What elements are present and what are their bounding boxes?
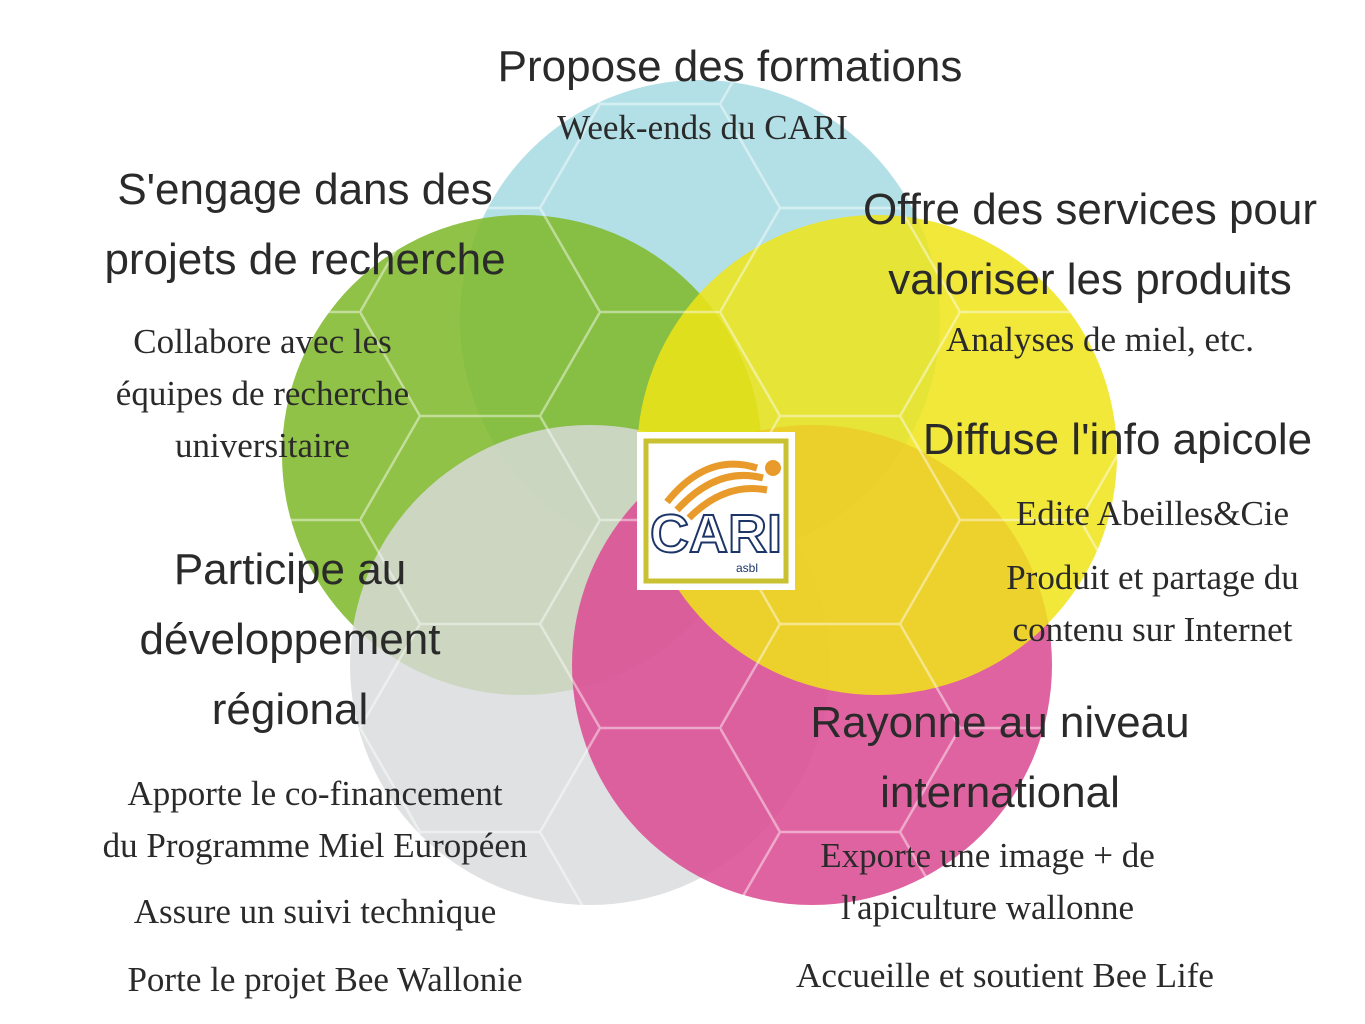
recherche-title-line: projets de recherche	[104, 235, 506, 284]
regional-item: Porte le projet Bee Wallonie	[127, 960, 523, 999]
recherche-title-line: S'engage dans des	[117, 165, 493, 214]
international-item: Exporte une image + de l'apiculture wall…	[740, 830, 1235, 934]
international-title-line: Rayonne au niveau	[810, 698, 1190, 747]
recherche-title: S'engage dans des projets de recherche	[40, 155, 570, 295]
info-title: Diffuse l'info apicole	[922, 415, 1313, 464]
services-title: Offre des services pour valoriser les pr…	[820, 175, 1360, 315]
regional-title-line: Participe au	[173, 545, 407, 594]
recherche-item-line: équipes de recherche	[115, 374, 410, 413]
logo-subtext: asbl	[736, 561, 758, 575]
recherche-item-line: Collabore avec les	[133, 322, 392, 361]
info-item-line: contenu sur Internet	[1012, 610, 1293, 649]
regional-title: Participe au développement régional	[90, 535, 490, 745]
formations-title: Propose des formations	[497, 42, 963, 91]
regional-item: Assure un suivi technique	[133, 892, 497, 931]
info-item-line: Produit et partage du	[1006, 558, 1299, 597]
international-item-line: Exporte une image + de	[820, 836, 1155, 875]
recherche-item-line: universitaire	[175, 426, 350, 465]
recherche-item: Collabore avec les équipes de recherche …	[30, 316, 495, 472]
international-title-line: international	[880, 768, 1120, 817]
international-item-line: l'apiculture wallonne	[840, 888, 1134, 927]
regional-title-line: développement	[139, 615, 441, 664]
regional-item: Apporte le co-financement du Programme M…	[20, 768, 610, 872]
services-title-line: Offre des services pour	[862, 185, 1318, 234]
info-item: Edite Abeilles&Cie	[1015, 494, 1290, 533]
info-item: Produit et partage du contenu sur Intern…	[945, 552, 1360, 656]
formations-item: Week-ends du CARI	[557, 108, 848, 147]
regional-title-line: régional	[211, 685, 369, 734]
international-title: Rayonne au niveau international	[760, 688, 1240, 828]
regional-item-line: du Programme Miel Européen	[102, 826, 528, 865]
services-item: Analyses de miel, etc.	[945, 320, 1255, 359]
logo-text: CARI	[650, 504, 782, 564]
cari-logo: CARI asbl	[637, 432, 795, 590]
regional-item-line: Apporte le co-financement	[127, 774, 503, 813]
services-title-line: valoriser les produits	[888, 255, 1292, 304]
international-item: Accueille et soutient Bee Life	[796, 956, 1214, 995]
